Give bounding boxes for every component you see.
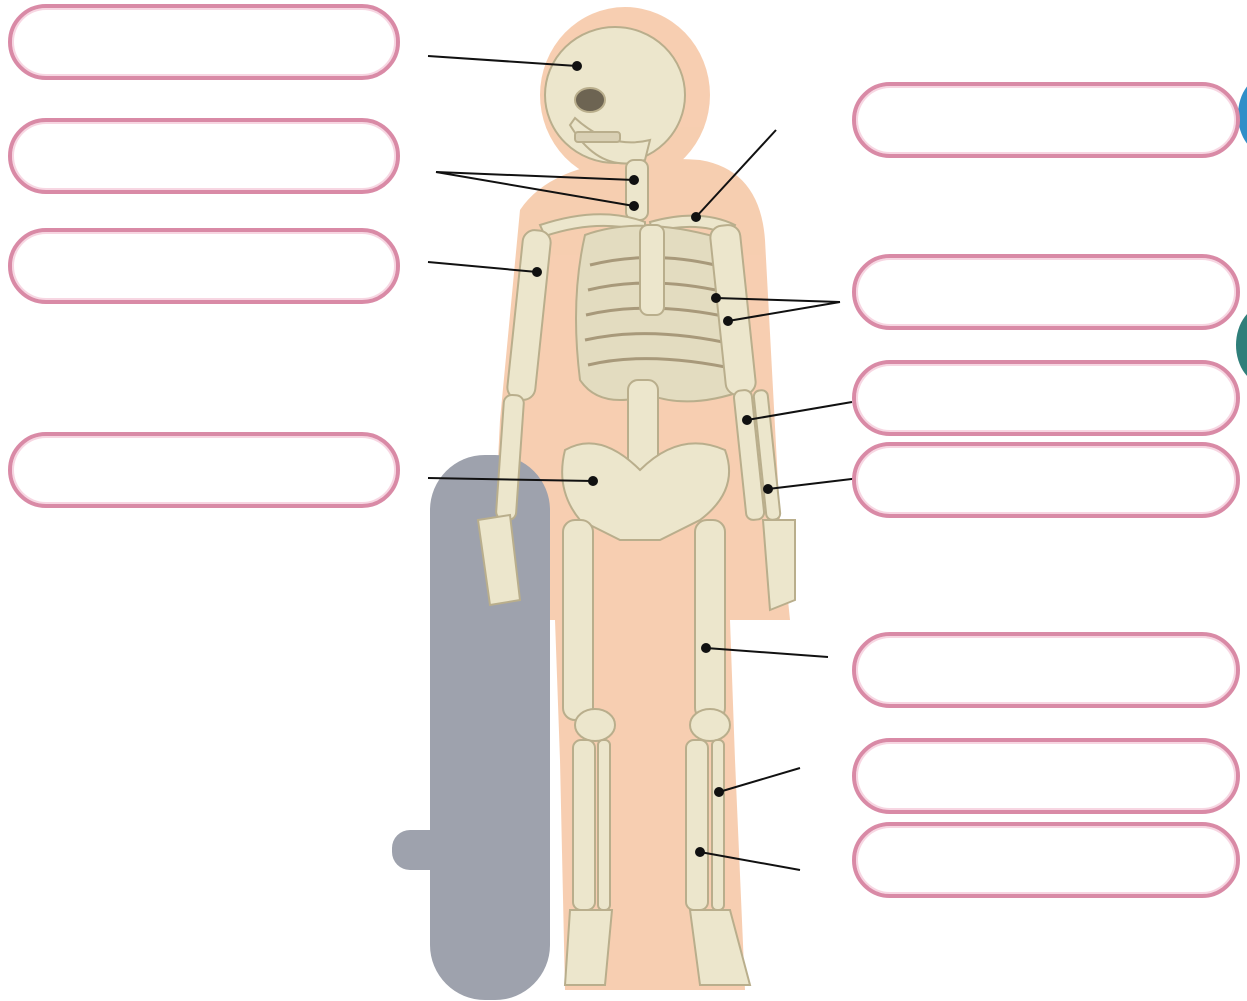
label-box-femur[interactable] xyxy=(852,632,1240,708)
label-box-radius[interactable] xyxy=(852,360,1240,436)
label-box-skull[interactable] xyxy=(8,4,400,80)
leader-ulna xyxy=(768,478,860,489)
cervical-vertebrae xyxy=(626,160,648,220)
label-box-humerus[interactable] xyxy=(8,228,400,304)
label-box-tibia[interactable] xyxy=(852,822,1240,898)
skateboard-shadow xyxy=(392,455,550,1000)
femur-right xyxy=(695,520,725,720)
label-box-ribs[interactable] xyxy=(852,254,1240,330)
label-box-neck-vertebrae[interactable] xyxy=(8,118,400,194)
femur-left xyxy=(563,520,593,720)
label-box-fibula[interactable] xyxy=(852,738,1240,814)
label-box-pelvis[interactable] xyxy=(8,432,400,508)
label-box-ulna[interactable] xyxy=(852,442,1240,518)
sternum xyxy=(640,225,664,315)
label-box-shoulder-blade[interactable] xyxy=(852,82,1240,158)
